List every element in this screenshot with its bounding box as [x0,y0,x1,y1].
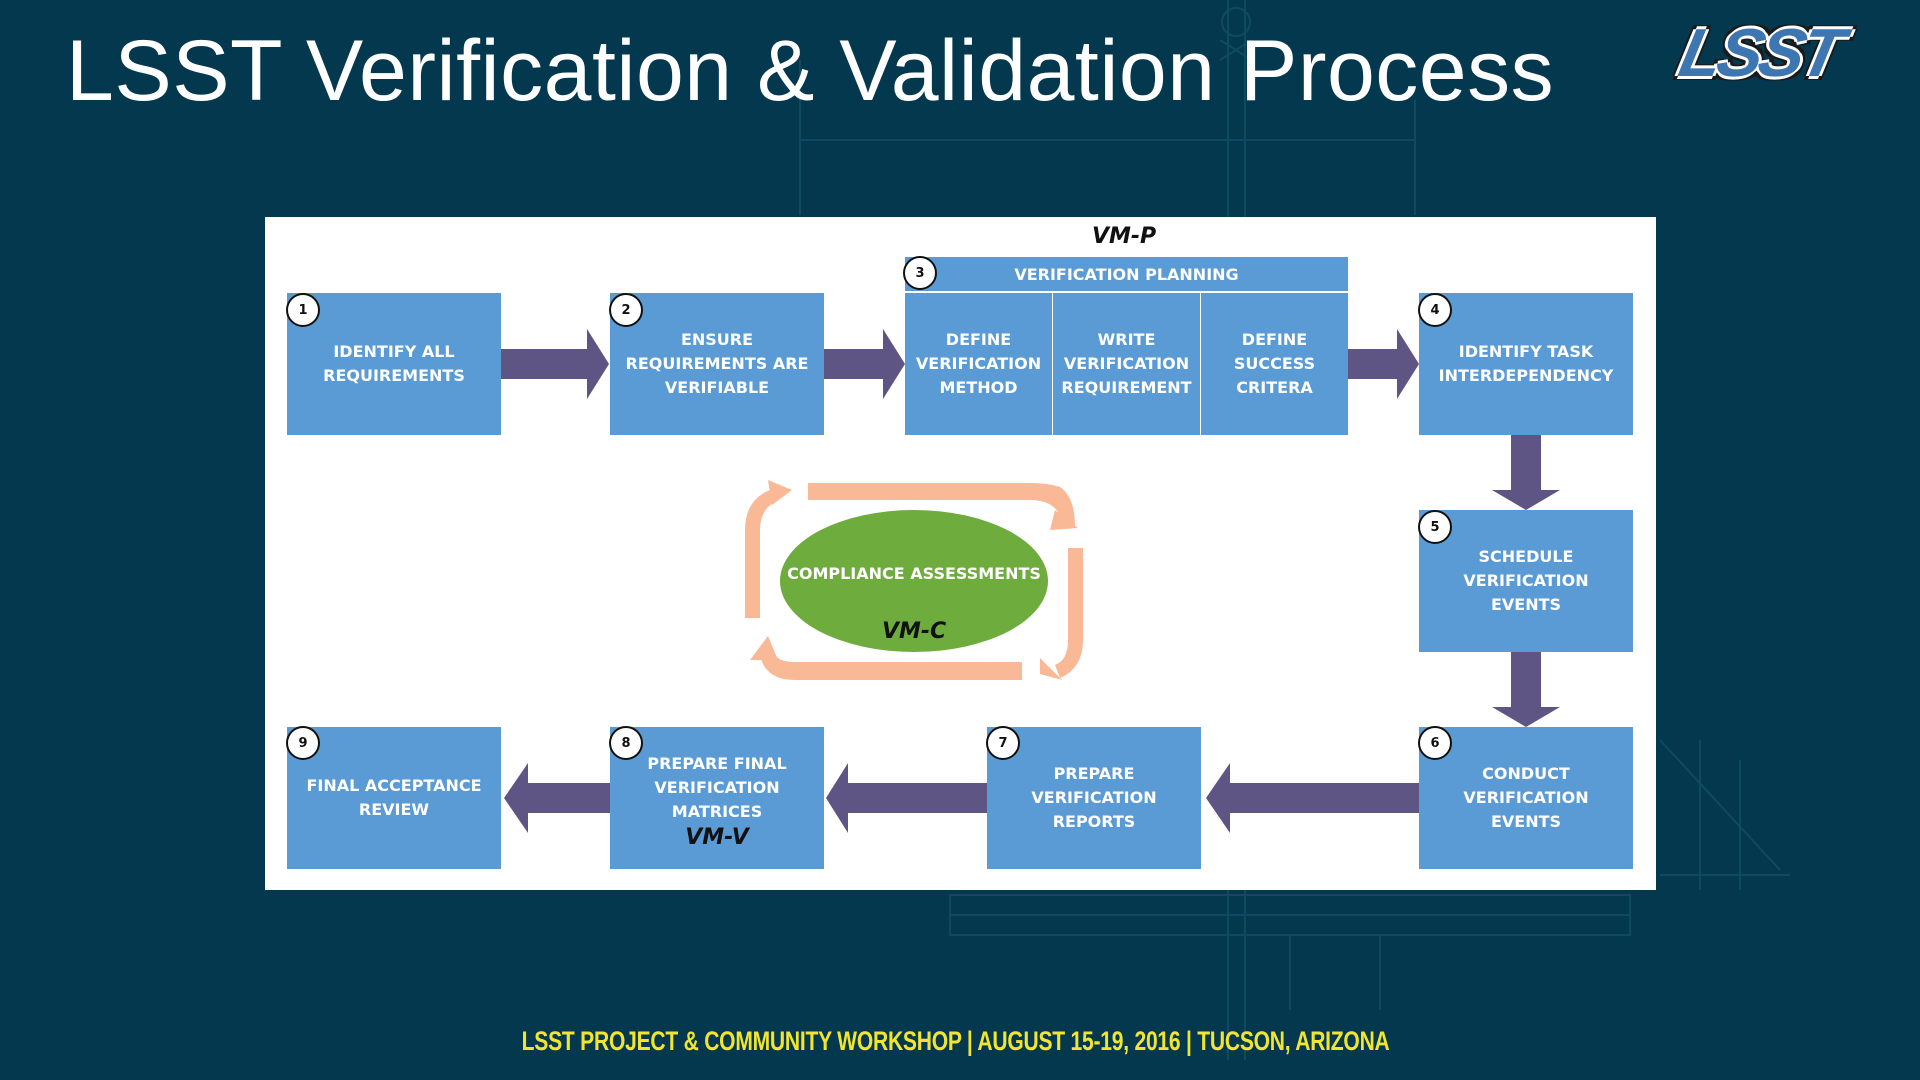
vm-p-label: VM-P [1092,224,1157,249]
slide-title: LSST Verification & Validation Process [66,23,1555,119]
planning-sub-label: DEFINE VERIFICATION METHOD [915,330,1042,397]
step-label: CONDUCT VERIFICATION EVENTS [1463,764,1589,831]
step-schedule-events[interactable]: SCHEDULE VERIFICATION EVENTS [1419,510,1633,652]
step-conduct-events[interactable]: CONDUCT VERIFICATION EVENTS [1419,727,1633,869]
compliance-label: COMPLIANCE ASSESSMENTS [787,563,1041,583]
planning-define-method[interactable]: DEFINE VERIFICATION METHOD [905,293,1052,435]
step-number-badge: 1 [286,293,320,327]
step-label: ENSURE REQUIREMENTS ARE VERIFIABLE [625,330,809,397]
lsst-logo: LSST [1625,14,1895,92]
step-number-badge: 8 [609,726,643,760]
vm-c-label: VM-C [882,619,947,644]
step-label: PREPARE FINAL VERIFICATION MATRICES [647,754,787,821]
step-final-matrices[interactable]: PREPARE FINAL VERIFICATION MATRICES VM-V [610,727,824,869]
step-number-badge: 6 [1418,726,1452,760]
verification-planning-header[interactable]: VERIFICATION PLANNING [905,257,1348,291]
step-number-badge: 5 [1418,510,1452,544]
step-number-badge: 2 [609,293,643,327]
vm-v-label: VM-V [685,825,749,850]
planning-write-requirement[interactable]: WRITE VERIFICATION REQUIREMENT [1053,293,1200,435]
step-number-badge: 9 [286,726,320,760]
lsst-logo-text: LSST [1673,15,1847,91]
step-number-badge: 7 [986,726,1020,760]
step-ensure-verifiable[interactable]: ENSURE REQUIREMENTS ARE VERIFIABLE [610,293,824,435]
step-label: FINAL ACCEPTANCE REVIEW [306,776,482,819]
step-label: IDENTIFY ALL REQUIREMENTS [323,342,465,385]
planning-define-criteria[interactable]: DEFINE SUCCESS CRITERA [1201,293,1348,435]
step-number-badge: 3 [903,256,937,290]
compliance-assessments-ellipse[interactable]: COMPLIANCE ASSESSMENTS [780,510,1048,652]
step-label: SCHEDULE VERIFICATION EVENTS [1463,547,1589,614]
step-task-interdependency[interactable]: IDENTIFY TASK INTERDEPENDENCY [1419,293,1633,435]
step-prepare-reports[interactable]: PREPARE VERIFICATION REPORTS [987,727,1201,869]
step-label: PREPARE VERIFICATION REPORTS [1031,764,1157,831]
planning-sub-label: WRITE VERIFICATION REQUIREMENT [1061,330,1192,397]
workshop-footer: LSST PROJECT & COMMUNITY WORKSHOP | AUGU… [521,1026,1390,1056]
step-identify-requirements[interactable]: IDENTIFY ALL REQUIREMENTS [287,293,501,435]
planning-sub-label: DEFINE SUCCESS CRITERA [1233,330,1316,397]
step-final-acceptance[interactable]: FINAL ACCEPTANCE REVIEW [287,727,501,869]
step-label: IDENTIFY TASK INTERDEPENDENCY [1438,342,1614,385]
step-number-badge: 4 [1418,293,1452,327]
